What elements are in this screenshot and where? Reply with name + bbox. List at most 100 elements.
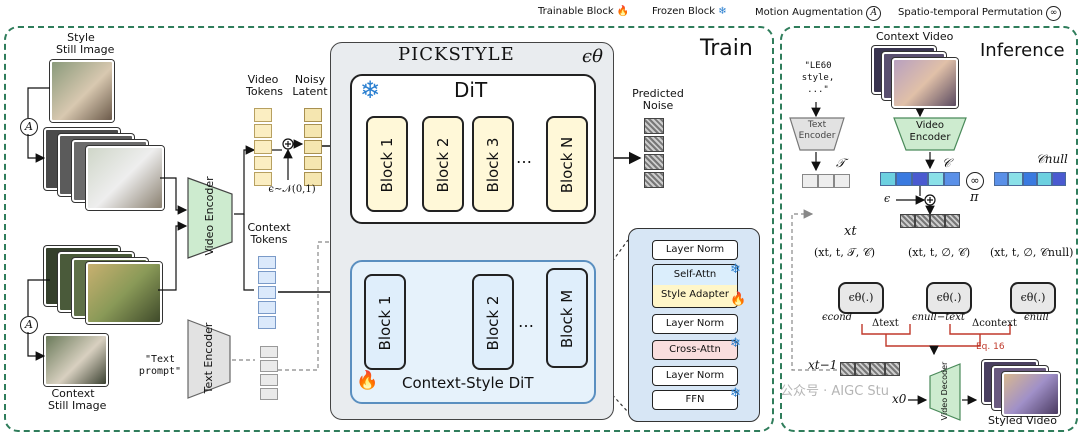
condition-no-text: (xt, t, ∅, 𝒞) [908, 246, 971, 259]
layer-norm-2: Layer Norm [652, 314, 738, 334]
fire-icon: 🔥 [730, 292, 747, 307]
fire-icon: 🔥 [356, 370, 379, 391]
condition-full: (xt, t, 𝒯, 𝒞) [814, 246, 876, 259]
context-embedding-tokens [880, 172, 960, 186]
latent-xt-tokens [900, 214, 960, 228]
legend-permutation-label: Spatio-temporal Permutation [898, 7, 1043, 18]
train-panel [4, 26, 774, 432]
dit-block-3: Block 3 [472, 116, 514, 212]
layer-norm-3: Layer Norm [652, 366, 738, 386]
null-context-label: 𝒞null [1036, 152, 1068, 166]
layer-norm-1: Layer Norm [652, 240, 738, 260]
context-tokens [258, 256, 276, 329]
noise-equation: ϵ∼𝒩(0,1) [268, 184, 316, 195]
eps-theta-null-text: ϵθ(.) [926, 282, 972, 314]
snowflake-icon: ❄ [730, 262, 741, 277]
styled-video-stack [982, 360, 1062, 416]
eps-theta-cond: ϵθ(.) [838, 282, 884, 314]
cs-block-2: Block 2 [472, 274, 514, 370]
watermark: 公众号 · AIGC Stu [780, 384, 889, 399]
dit-title: DiT [454, 78, 488, 102]
cs-ellipsis: … [518, 312, 534, 331]
legend-permutation: Spatio-temporal Permutation ∞ [898, 6, 1062, 21]
latent-xt-minus-1 [840, 362, 900, 376]
legend-frozen: Frozen Block ❄ [652, 6, 727, 17]
legend-frozen-label: Frozen Block [652, 6, 715, 17]
delta-text-label: Δtext [872, 318, 899, 329]
context-video-label: Context Video [876, 30, 954, 43]
ffn: FFN [652, 390, 738, 410]
eps-null-text-label: ϵnull−text [912, 312, 965, 323]
text-encoder-shape [187, 319, 231, 399]
noise-eps-label: ϵ [884, 192, 891, 205]
video-encoder-shape [187, 177, 233, 259]
inference-prompt: "LE60 style,..." [801, 61, 835, 95]
dit-block-2: Block 2 [422, 116, 464, 212]
motion-augmentation-icon: A [866, 6, 882, 21]
snowflake-icon: ❄ [360, 76, 381, 104]
legend-trainable: Trainable Block 🔥 [538, 6, 629, 17]
text-encoder: Text Encoder [186, 318, 232, 400]
context-still-image [44, 334, 108, 386]
noisy-latent [304, 108, 322, 186]
snowflake-icon: ❄ [730, 386, 741, 401]
equation-ref: Eq. 16 [976, 342, 1005, 352]
train-title: Train [700, 36, 753, 61]
dit-block-1: Block 1 [366, 116, 408, 212]
legend-trainable-label: Trainable Block [538, 6, 614, 17]
predicted-noise [644, 118, 664, 188]
cs-block-1: Block 1 [364, 274, 406, 370]
text-embedding-tokens [802, 174, 850, 188]
text-embedding-label: 𝒯 [836, 156, 846, 170]
null-context-tokens [994, 172, 1067, 186]
video-encoder-label: Video Encoder [203, 176, 216, 256]
context-video-stack [44, 246, 184, 326]
self-attn-style-adapter: Self-Attn Style Adapter [652, 264, 738, 308]
styled-video-label: Styled Video [988, 414, 1057, 427]
permutation-icon: ∞ [966, 172, 984, 190]
eps-theta-null: ϵθ(.) [1010, 282, 1056, 314]
pickstyle-title: PICKSTYLE [398, 44, 515, 65]
context-style-dit-title: Context-Style DiT [402, 374, 534, 392]
xt-label: xt [844, 224, 857, 239]
legend-motion-label: Motion Augmentation [755, 7, 864, 18]
inference-title: Inference [980, 40, 1065, 61]
pi-label: π [970, 190, 979, 205]
fire-icon: 🔥 [616, 6, 630, 17]
style-adapter-label: Style Adapter [661, 289, 729, 300]
dit-block-n: Block N [546, 116, 588, 212]
video-decoder: Video Decoder [928, 362, 962, 422]
delta-context-label: Δcontext [972, 318, 1017, 329]
context-embedding-label: 𝒞 [942, 156, 951, 170]
eps-cond-label: ϵcond [822, 312, 853, 323]
snowflake-icon: ❄ [718, 6, 727, 17]
cs-block-m: Block M [546, 268, 588, 368]
permutation-icon: ∞ [1046, 6, 1062, 21]
text-encoder-label: Text Encoder [202, 322, 215, 394]
eps-theta-label: ϵθ [582, 46, 603, 67]
motion-augmentation-icon-style: A [20, 118, 38, 136]
xt-minus-1-label: xt−1 [808, 358, 838, 372]
eps-null-label: ϵnull [1024, 312, 1049, 323]
video-encoder: Video Encoder [186, 176, 234, 260]
inference-panel [780, 26, 1078, 432]
video-decoder-label: Video Decoder [940, 361, 949, 421]
dit-ellipsis: … [516, 148, 532, 167]
condition-null: (xt, t, ∅, 𝒞null) [990, 246, 1074, 259]
legend-motion: Motion Augmentation A [755, 6, 882, 21]
cross-attn: Cross-Attn [652, 340, 738, 360]
text-prompt: "Text prompt" [138, 354, 182, 377]
snowflake-icon: ❄ [730, 336, 741, 351]
style-still-image [50, 60, 114, 122]
context-video-stack-inference [872, 46, 962, 108]
video-tokens [254, 108, 272, 186]
